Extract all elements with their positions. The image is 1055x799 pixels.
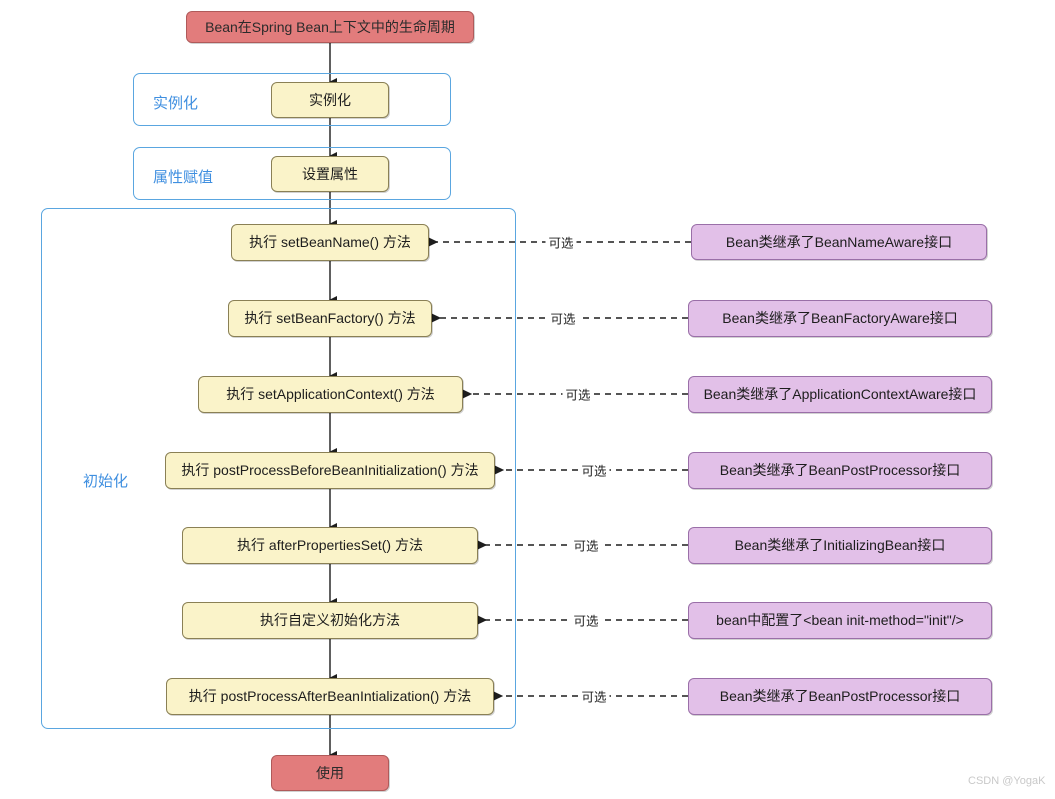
node-use[interactable]: 使用 [271,755,389,791]
node-awareFactory[interactable]: Bean类继承了BeanFactoryAware接口 [688,300,992,337]
node-setAppCtx[interactable]: 执行 setApplicationContext() 方法 [198,376,463,413]
node-populate[interactable]: 设置属性 [271,156,389,192]
group-label: 实例化 [153,95,199,112]
node-title[interactable]: Bean在Spring Bean上下文中的生命周期 [186,11,474,43]
optional-edge-label: 可选 [578,686,610,706]
watermark: CSDN @YogaK [968,775,1046,787]
optional-edge-label: 可选 [547,308,579,328]
node-customInit[interactable]: 执行自定义初始化方法 [182,602,478,639]
node-setBeanName[interactable]: 执行 setBeanName() 方法 [231,224,429,261]
optional-edge-label: 可选 [562,384,594,404]
node-instantiate[interactable]: 实例化 [271,82,389,118]
group-box [133,73,451,126]
node-ppBefore[interactable]: 执行 postProcessBeforeBeanInitialization()… [165,452,495,489]
optional-edge-label: 可选 [578,460,610,480]
node-initBean[interactable]: Bean类继承了InitializingBean接口 [688,527,992,564]
optional-edge-label: 可选 [570,535,602,555]
node-awareName[interactable]: Bean类继承了BeanNameAware接口 [691,224,987,260]
optional-edge-label: 可选 [570,610,602,630]
node-bppAfter[interactable]: Bean类继承了BeanPostProcessor接口 [688,678,992,715]
node-ppAfter[interactable]: 执行 postProcessAfterBeanIntialization() 方… [166,678,494,715]
node-initMethod[interactable]: bean中配置了<bean init-method="init"/> [688,602,992,639]
node-awareAppCtx[interactable]: Bean类继承了ApplicationContextAware接口 [688,376,992,413]
node-setBeanFactory[interactable]: 执行 setBeanFactory() 方法 [228,300,432,337]
node-afterProps[interactable]: 执行 afterPropertiesSet() 方法 [182,527,478,564]
group-label: 属性赋值 [153,169,214,186]
node-bppBefore[interactable]: Bean类继承了BeanPostProcessor接口 [688,452,992,489]
optional-edge-label: 可选 [545,232,577,252]
group-box [133,147,451,200]
group-label: 初始化 [83,473,129,490]
group-box [41,208,516,729]
